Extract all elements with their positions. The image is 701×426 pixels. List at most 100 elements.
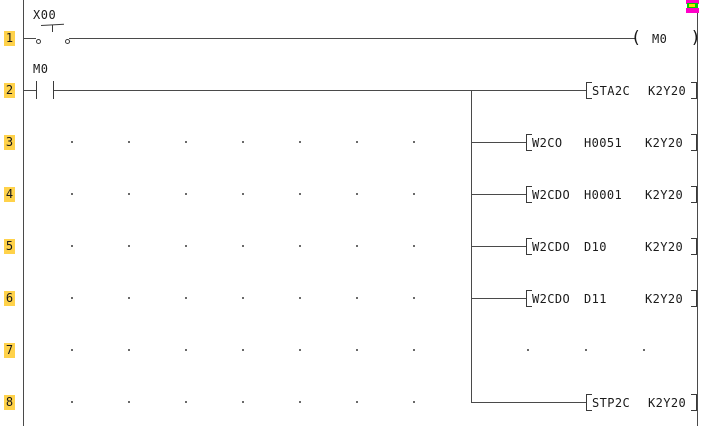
instruction-operand-4-1[interactable]: H0001 [584,188,623,202]
instruction-mnemonic-4[interactable]: W2CDO [532,188,571,202]
coil-label-m0: M0 [652,32,668,46]
instruction-operand-8-1[interactable]: K2Y20 [648,396,687,410]
grid-dot [413,245,415,247]
instruction-operand-5-2[interactable]: K2Y20 [645,240,684,254]
grid-dot [242,141,244,143]
grid-dot [356,193,358,195]
marker-core [689,4,695,7]
grid-dot [413,349,415,351]
instruction-mnemonic-6[interactable]: W2CDO [532,292,571,306]
grid-dot [185,297,187,299]
grid-dot [71,401,73,403]
grid-dot [242,297,244,299]
grid-dot [128,193,130,195]
grid-dot [356,141,358,143]
rung-wire-1-left [23,38,36,39]
grid-dot [413,401,415,403]
grid-dot [71,349,73,351]
instruction-operand-2-1[interactable]: K2Y20 [648,84,687,98]
grid-dot [299,349,301,351]
instruction-mnemonic-2[interactable]: STA2C [592,84,631,98]
instruction-bracket-left-4 [526,186,532,203]
instruction-bracket-right-3 [691,134,697,151]
instruction-operand-6-1[interactable]: D11 [584,292,607,306]
instruction-mnemonic-5[interactable]: W2CDO [532,240,571,254]
grid-dot [299,193,301,195]
rung-wire-8 [471,402,586,403]
grid-dot [242,349,244,351]
grid-dot [356,297,358,299]
instruction-bracket-right-6 [691,290,697,307]
grid-dot [71,141,73,143]
instruction-bracket-right-5 [691,238,697,255]
row-number-5[interactable]: 5 [4,239,15,254]
marker-band-bottom [686,8,699,13]
rung-wire-5 [471,246,526,247]
normally-open-contact-m0[interactable] [36,81,54,99]
instruction-bracket-left-5 [526,238,532,255]
rung-wire-2-left [23,90,36,91]
top-right-scroll-marker[interactable] [686,0,699,13]
grid-dot [299,297,301,299]
grid-dot [71,297,73,299]
instruction-bracket-left-6 [526,290,532,307]
grid-dot [643,349,645,351]
grid-dot [185,193,187,195]
instruction-mnemonic-3[interactable]: W2CO [532,136,563,150]
grid-dot [299,245,301,247]
contact-terminal-left [36,39,41,44]
rung-wire-1-right [69,38,636,39]
contact-label-m0: M0 [33,62,49,76]
grid-dot [356,401,358,403]
instruction-bracket-right-4 [691,186,697,203]
row-number-1[interactable]: 1 [4,31,15,46]
grid-dot [128,141,130,143]
contact-label-x00: X00 [33,8,57,22]
coil-open-paren: ( [633,28,640,48]
instruction-mnemonic-8[interactable]: STP2C [592,396,631,410]
grid-dot [128,401,130,403]
right-power-rail [697,0,698,426]
grid-dot [242,245,244,247]
instruction-operand-6-2[interactable]: K2Y20 [645,292,684,306]
row-number-2[interactable]: 2 [4,83,15,98]
grid-dot [242,401,244,403]
instruction-bracket-left-8 [586,394,592,411]
grid-dot [413,141,415,143]
grid-dot [299,141,301,143]
limit-switch-contact-x00[interactable] [36,23,70,44]
row-number-3[interactable]: 3 [4,135,15,150]
grid-dot [356,245,358,247]
marker-band-top [686,0,699,4]
instruction-bracket-left-2 [586,82,592,99]
grid-dot [128,245,130,247]
rung-wire-6 [471,298,526,299]
rung-wire-4 [471,194,526,195]
instruction-operand-3-2[interactable]: K2Y20 [645,136,684,150]
grid-dot [128,349,130,351]
row-number-4[interactable]: 4 [4,187,15,202]
grid-dot [242,193,244,195]
grid-dot [128,297,130,299]
grid-dot [585,349,587,351]
instruction-bracket-left-3 [526,134,532,151]
instruction-operand-3-1[interactable]: H0051 [584,136,623,150]
row-number-6[interactable]: 6 [4,291,15,306]
row-number-8[interactable]: 8 [4,395,15,410]
contact-bar-right [53,81,54,99]
coil-close-paren: ) [692,28,699,48]
instruction-bracket-right-8 [691,394,697,411]
row-number-7[interactable]: 7 [4,343,15,358]
instruction-operand-5-1[interactable]: D10 [584,240,607,254]
grid-dot [185,349,187,351]
grid-dot [299,401,301,403]
grid-dot [413,193,415,195]
grid-dot [356,349,358,351]
contact-terminal-right [65,39,70,44]
rung-wire-2-right [54,90,586,91]
instruction-operand-4-2[interactable]: K2Y20 [645,188,684,202]
grid-dot [413,297,415,299]
rung-wire-3 [471,142,526,143]
